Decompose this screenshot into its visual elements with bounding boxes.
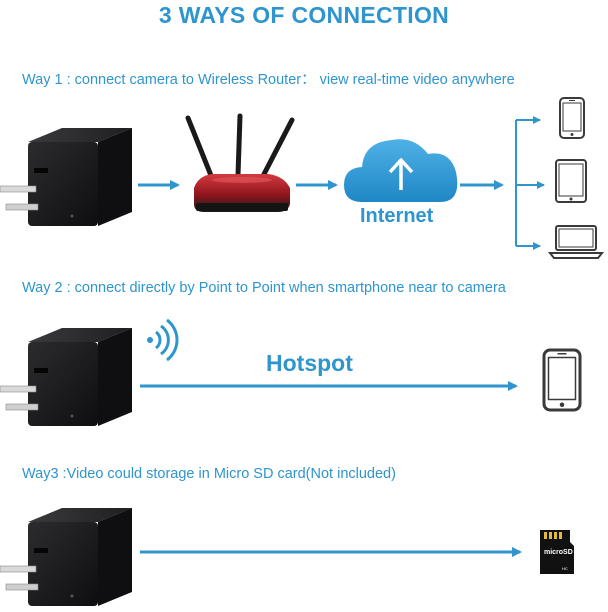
sd-card-text: microSD xyxy=(544,549,573,556)
micro-sd-card-icon: microSD HC xyxy=(540,530,574,574)
smartphone-icon xyxy=(559,97,585,139)
way-3-label: Way3 :Video could storage in Micro SD ca… xyxy=(22,466,396,482)
internet-label: Internet xyxy=(360,205,434,227)
laptop-icon xyxy=(547,225,605,259)
hotspot-label: Hotspot xyxy=(266,350,353,376)
page-title: 3 WAYS OF CONNECTION xyxy=(158,2,450,28)
svg-text:HC: HC xyxy=(562,566,568,571)
way-3-camera xyxy=(0,507,133,607)
way-1-camera xyxy=(0,127,133,227)
wireless-router-icon xyxy=(185,113,295,212)
way-2-camera xyxy=(0,327,133,427)
way-1-label: Way 1 : connect camera to Wireless Route… xyxy=(22,72,515,88)
smartphone-icon xyxy=(542,348,582,412)
tablet-icon xyxy=(555,159,587,203)
device-bracket xyxy=(515,116,545,250)
cloud-upload-icon xyxy=(344,139,458,202)
way-2-label: Way 2 : connect directly by Point to Poi… xyxy=(22,280,506,296)
wifi-signal-icon xyxy=(147,318,179,362)
